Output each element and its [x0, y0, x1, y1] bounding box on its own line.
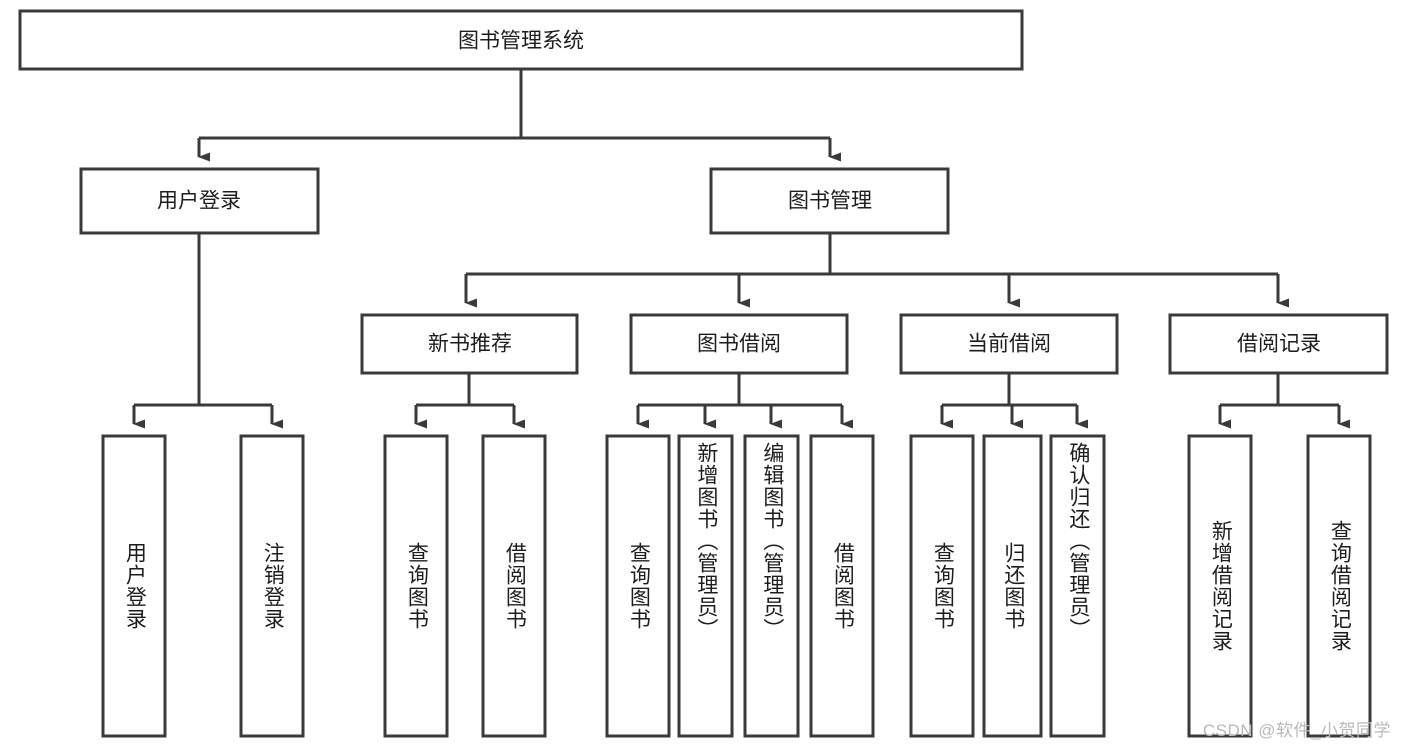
watermark-text: CSDN @软件_小贺同学 — [1202, 721, 1391, 740]
node-borrow-records-box[interactable] — [1168, 313, 1389, 375]
connector-group-user-login — [132, 233, 283, 429]
node-new-book-recommend-label: 新书推荐 — [428, 333, 512, 356]
node-book-management-label: 图书管理 — [788, 190, 872, 213]
connector-group-current-borrow — [940, 373, 1088, 429]
node-leaf-logout-login-box[interactable] — [239, 434, 305, 738]
node-borrow-records-label: 借阅记录 — [1237, 333, 1321, 356]
node-leaf-return-book-box[interactable] — [982, 434, 1043, 738]
node-leaf-add-book-box[interactable] — [677, 434, 734, 738]
node-book-borrow-label: 图书借阅 — [697, 333, 781, 356]
connector-group-new-book-recommend — [414, 373, 525, 429]
node-leaf-borrow-book-1-box[interactable] — [481, 434, 547, 738]
connector-group-book-borrow — [636, 373, 853, 429]
connector-group-borrow-records — [1218, 373, 1350, 429]
node-user-login[interactable]: 用户登录 — [79, 167, 320, 235]
node-leaf-query-book-1-box[interactable] — [383, 434, 449, 738]
node-leaf-add-record-box[interactable] — [1187, 434, 1253, 738]
node-leaf-query-record-box[interactable] — [1306, 434, 1372, 738]
node-user-login-label: 用户登录 — [157, 190, 241, 213]
node-root-box[interactable] — [18, 9, 1024, 71]
node-root[interactable]: 图书管理系统 — [18, 9, 1024, 71]
node-borrow-records[interactable]: 借阅记录 — [1168, 313, 1389, 375]
node-current-borrow-label: 当前借阅 — [967, 333, 1051, 356]
node-new-book-recommend-box[interactable] — [360, 313, 579, 375]
node-leaf-query-book-2-box[interactable] — [605, 434, 671, 738]
connector-group-root — [197, 69, 841, 162]
node-leaf-edit-book-box[interactable] — [743, 434, 800, 738]
node-book-management-box[interactable] — [709, 167, 950, 235]
node-current-borrow-box[interactable] — [899, 313, 1119, 375]
node-book-borrow-box[interactable] — [629, 313, 849, 375]
node-root-label: 图书管理系统 — [458, 30, 584, 53]
node-leaf-confirm-return-box[interactable] — [1049, 434, 1106, 738]
leaf-boxes — [101, 434, 1372, 738]
node-leaf-query-book-3-box[interactable] — [909, 434, 975, 738]
connector-group-book-management — [464, 233, 1289, 308]
node-book-borrow[interactable]: 图书借阅 — [629, 313, 849, 375]
node-user-login-box[interactable] — [79, 167, 320, 235]
node-leaf-user-login-box[interactable] — [101, 434, 167, 738]
node-current-borrow[interactable]: 当前借阅 — [899, 313, 1119, 375]
node-new-book-recommend[interactable]: 新书推荐 — [360, 313, 579, 375]
node-leaf-borrow-book-2-box[interactable] — [809, 434, 875, 738]
node-book-management[interactable]: 图书管理 — [709, 167, 950, 235]
